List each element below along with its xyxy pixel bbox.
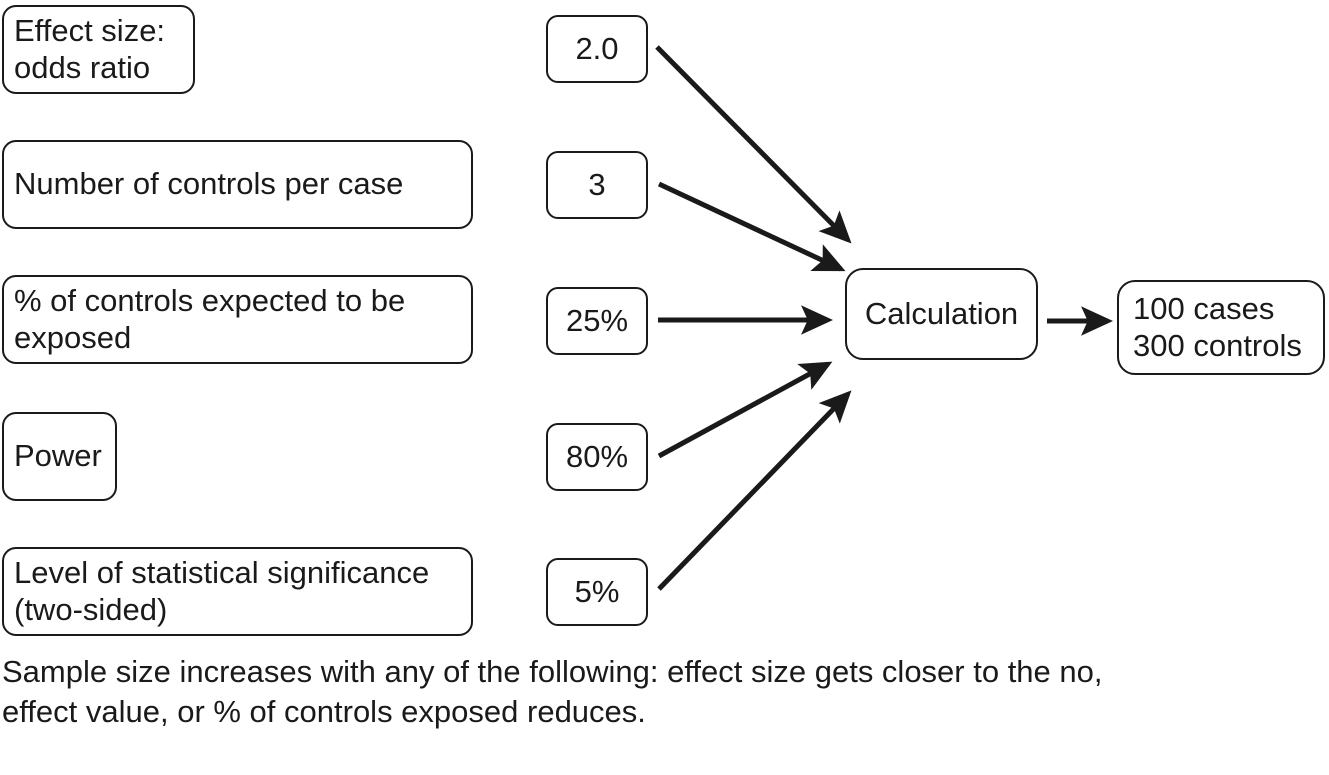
arrow-controls-to-calculation xyxy=(657,181,846,272)
calculation-label: Calculation xyxy=(864,295,1019,331)
arrow-effect-size-to-calculation xyxy=(655,45,852,244)
value-label-power: 80% xyxy=(565,438,629,474)
calculation-box: Calculation xyxy=(845,268,1038,360)
value-box-controls-per-case: 3 xyxy=(546,151,648,219)
value-label-controls-per-case: 3 xyxy=(588,166,606,202)
value-label-percent-exposed: 25% xyxy=(565,302,629,338)
figure-caption: Sample size increases with any of the fo… xyxy=(2,654,1103,730)
parameter-box-effect-size: Effect size: odds ratio xyxy=(2,5,195,94)
parameter-label-effect-size: Effect size: odds ratio xyxy=(14,12,166,85)
parameter-label-percent-exposed: % of controls expected to be exposed xyxy=(14,282,406,355)
result-label: 100 cases 300 controls xyxy=(1133,290,1302,363)
value-box-percent-exposed: 25% xyxy=(546,287,648,355)
value-box-effect-size: 2.0 xyxy=(546,15,648,83)
result-box: 100 cases 300 controls xyxy=(1117,280,1325,375)
arrow-significance-to-calculation xyxy=(657,390,852,591)
value-label-effect-size: 2.0 xyxy=(575,30,619,66)
value-label-significance: 5% xyxy=(574,573,620,609)
arrow-power-to-calculation xyxy=(657,361,833,459)
parameter-box-controls-per-case: Number of controls per case xyxy=(2,140,473,229)
parameter-box-significance: Level of statistical significance (two-s… xyxy=(2,547,473,636)
parameter-box-power: Power xyxy=(2,412,117,501)
parameter-label-power: Power xyxy=(14,438,102,474)
parameter-label-significance: Level of statistical significance (two-s… xyxy=(14,554,430,627)
parameter-label-controls-per-case: Number of controls per case xyxy=(14,166,404,202)
parameter-box-percent-exposed: % of controls expected to be exposed xyxy=(2,275,473,364)
value-box-power: 80% xyxy=(546,423,648,491)
value-box-significance: 5% xyxy=(546,558,648,626)
